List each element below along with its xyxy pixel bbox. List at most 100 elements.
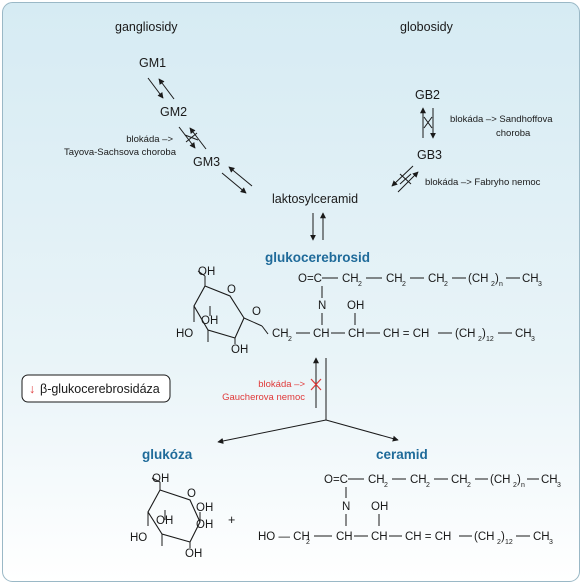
gaucher-block-line2: Gaucherova nemoc bbox=[222, 392, 305, 403]
ceramide-title: ceramid bbox=[376, 447, 428, 462]
gc-sph-paren-close: ) bbox=[482, 328, 486, 340]
cer-sph-sub-2: 2 bbox=[497, 539, 501, 546]
arrow-to-ceramide bbox=[325, 419, 399, 442]
lactosylceramide-label: laktosylceramid bbox=[272, 192, 358, 206]
gc-oh-1: OH bbox=[198, 266, 215, 278]
gc-acyl-sub-1: 2 bbox=[358, 281, 362, 288]
ceramide-acyl-chain: O=C CH 2 CH 2 CH 2 (CH 2 ) n CH 3 bbox=[324, 474, 561, 489]
gc-acyl-sub-n: n bbox=[499, 281, 503, 288]
gc-acyl-sub-4: 2 bbox=[491, 281, 495, 288]
ceramide-sphingosine-backbone: HO — CH 2 CH CH CH = CH (CH 2 ) 12 CH 3 bbox=[258, 531, 553, 546]
arrow-to-glucose bbox=[217, 419, 327, 444]
glc-oh-3: OH bbox=[156, 515, 173, 527]
block-mark-fabry-b bbox=[399, 173, 412, 185]
enzyme-down-arrow: ↓ bbox=[29, 382, 35, 396]
arrow-gm3-to-lactosyl bbox=[221, 172, 247, 194]
gm2-label: GM2 bbox=[160, 105, 187, 119]
glc-oh-4: OH bbox=[196, 519, 213, 531]
gc-sph-ch-2: CH bbox=[348, 328, 365, 340]
cer-acyl-ch2-2: CH bbox=[410, 474, 427, 486]
cer-sph-ch-2: CH bbox=[371, 531, 388, 543]
glc-ring-o: O bbox=[187, 488, 196, 500]
plus-sign: + bbox=[228, 513, 235, 527]
gc-sph-ch-1: CH bbox=[313, 328, 330, 340]
block-mark-gb-b bbox=[423, 116, 433, 129]
enzyme-box: ↓ β-glukocerebrosidáza bbox=[21, 374, 171, 403]
gc-backbone-oh: OH bbox=[347, 300, 364, 312]
gc-sph-ch3: CH bbox=[515, 328, 532, 340]
glucocerebroside-sugar-ring bbox=[193, 270, 269, 344]
cer-sph-sub-3: 3 bbox=[549, 539, 553, 546]
gc-acyl-ch2-3: CH bbox=[428, 273, 445, 285]
cer-sph-ch3: CH bbox=[533, 531, 550, 543]
glucose-ring bbox=[147, 477, 201, 548]
globosides-header: globosidy bbox=[400, 20, 454, 34]
arrow-gm3-to-gm2 bbox=[189, 127, 207, 150]
glc-oh-6: OH bbox=[185, 548, 202, 560]
cer-acyl-sub-1: 2 bbox=[384, 482, 388, 489]
arrow-gm2-to-gm3 bbox=[178, 126, 196, 149]
gc-acyl-sub-3: 2 bbox=[444, 281, 448, 288]
tay-sachs-block-line1: blokáda –> bbox=[126, 134, 173, 145]
gc-oc: O=C bbox=[298, 273, 322, 285]
gc-acyl-sub-2: 2 bbox=[402, 281, 406, 288]
gb2-label: GB2 bbox=[415, 88, 440, 102]
gangliosides-header: gangliosidy bbox=[115, 20, 178, 34]
arrow-lactosyl-to-gb3 bbox=[397, 171, 419, 193]
gc-oh-2: OH bbox=[201, 315, 218, 327]
gc-sph-ch2: CH bbox=[272, 328, 289, 340]
gc-ring-o: O bbox=[227, 284, 236, 296]
gc-acyl-ch2-2: CH bbox=[386, 273, 403, 285]
gc-glycosidic-o: O bbox=[252, 306, 261, 318]
gc-sph-double-bond: CH = CH bbox=[383, 328, 429, 340]
glc-oh-2: OH bbox=[196, 502, 213, 514]
gaucher-block-line1: blokáda –> bbox=[258, 379, 305, 390]
gc-sph-paren: (CH bbox=[455, 328, 475, 340]
cer-acyl-sub-2: 2 bbox=[426, 482, 430, 489]
arrow-gm1-to-gm2 bbox=[147, 77, 164, 99]
fabry-block: blokáda –> Fabryho nemoc bbox=[425, 177, 541, 188]
gaucher-block-mark-b bbox=[310, 378, 322, 391]
cer-sph-paren-close: ) bbox=[501, 531, 505, 543]
gc-acyl-paren-close: ) bbox=[495, 273, 499, 285]
gc-acyl-paren: (CH bbox=[468, 273, 488, 285]
glucocerebroside-sphingosine-backbone: CH 2 CH CH CH = CH (CH 2 ) 12 CH 3 bbox=[272, 328, 535, 343]
tay-sachs-block-line2: Tayova-Sachsova choroba bbox=[64, 147, 177, 158]
arrow-lactosyl-to-gm3 bbox=[228, 166, 253, 187]
cer-oc: O=C bbox=[324, 474, 348, 486]
gc-ho-3: HO bbox=[176, 328, 193, 340]
gc-n: N bbox=[318, 300, 326, 312]
cer-acyl-sub-3: 2 bbox=[467, 482, 471, 489]
gb3-label: GB3 bbox=[417, 148, 442, 162]
arrow-gm2-to-gm1 bbox=[158, 78, 175, 100]
gm1-label: GM1 bbox=[139, 56, 166, 70]
enzyme-name: β-glukocerebrosidáza bbox=[40, 382, 160, 396]
cer-sph-double-bond: CH = CH bbox=[405, 531, 451, 543]
block-mark-gm2-b bbox=[185, 132, 198, 143]
cer-backbone-oh: OH bbox=[371, 501, 388, 513]
cer-sph-sub-1: 2 bbox=[306, 539, 310, 546]
cer-acyl-ch3: CH bbox=[541, 474, 558, 486]
glc-oh-1: OH bbox=[152, 473, 169, 485]
cer-sph-paren: (CH bbox=[474, 531, 494, 543]
cer-sph-ho-ch2: HO — CH bbox=[258, 531, 310, 543]
glucose-title: glukóza bbox=[142, 447, 193, 462]
gc-sph-sub-1: 2 bbox=[288, 336, 292, 343]
cer-acyl-sub-4: 2 bbox=[513, 482, 517, 489]
cer-acyl-ch2-3: CH bbox=[451, 474, 468, 486]
sandhoff-block-line2: choroba bbox=[496, 128, 531, 139]
cer-sph-sub-12: 12 bbox=[505, 539, 513, 546]
gc-sph-sub-12: 12 bbox=[486, 336, 494, 343]
glc-ho-5: HO bbox=[130, 532, 147, 544]
cer-acyl-ch2-1: CH bbox=[368, 474, 385, 486]
sandhoff-block-line1: blokáda –> Sandhoffova bbox=[450, 114, 553, 125]
cer-n: N bbox=[342, 501, 350, 513]
cer-acyl-paren-close: ) bbox=[517, 474, 521, 486]
glucocerebroside-acyl-chain: O=C CH 2 CH 2 CH 2 (CH 2 ) n CH 3 bbox=[298, 273, 542, 288]
cer-sph-ch-1: CH bbox=[336, 531, 353, 543]
gc-acyl-ch2-1: CH bbox=[342, 273, 359, 285]
gm3-label: GM3 bbox=[193, 155, 220, 169]
